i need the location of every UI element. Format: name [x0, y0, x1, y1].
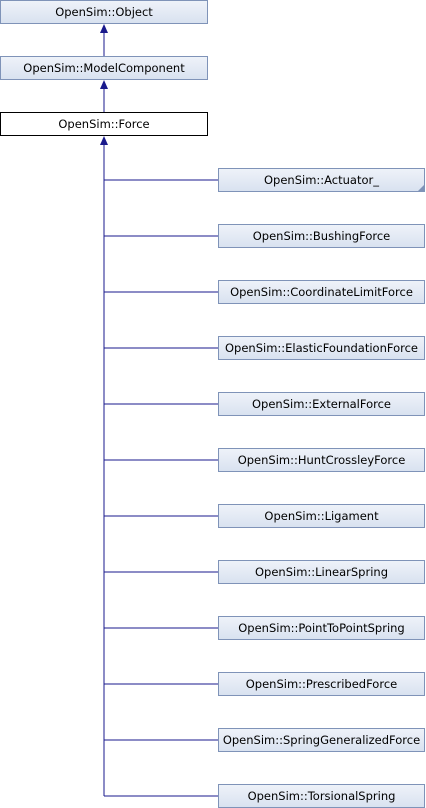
node-external-force[interactable]: OpenSim::ExternalForce	[218, 392, 425, 416]
arrowhead-force	[100, 136, 108, 145]
node-elastic-foundation-force[interactable]: OpenSim::ElasticFoundationForce	[218, 336, 425, 360]
node-object[interactable]: OpenSim::Object	[0, 0, 208, 24]
node-ligament[interactable]: OpenSim::Ligament	[218, 504, 425, 528]
node-bushing-force[interactable]: OpenSim::BushingForce	[218, 224, 425, 248]
node-point-to-point-spring[interactable]: OpenSim::PointToPointSpring	[218, 616, 425, 640]
node-linear-spring[interactable]: OpenSim::LinearSpring	[218, 560, 425, 584]
node-hunt-crossley-force[interactable]: OpenSim::HuntCrossleyForce	[218, 448, 425, 472]
node-prescribed-force[interactable]: OpenSim::PrescribedForce	[218, 672, 425, 696]
arrowhead-object	[100, 24, 108, 33]
node-torsional-spring[interactable]: OpenSim::TorsionalSpring	[218, 784, 425, 808]
node-model-component[interactable]: OpenSim::ModelComponent	[0, 56, 208, 80]
arrowhead-modelcomponent	[100, 80, 108, 89]
node-actuator[interactable]: OpenSim::Actuator_	[218, 168, 425, 192]
node-force[interactable]: OpenSim::Force	[0, 112, 208, 136]
node-spring-generalized-force[interactable]: OpenSim::SpringGeneralizedForce	[218, 728, 425, 752]
node-coordinate-limit-force[interactable]: OpenSim::CoordinateLimitForce	[218, 280, 425, 304]
has-more-subclasses-marker	[418, 185, 424, 191]
